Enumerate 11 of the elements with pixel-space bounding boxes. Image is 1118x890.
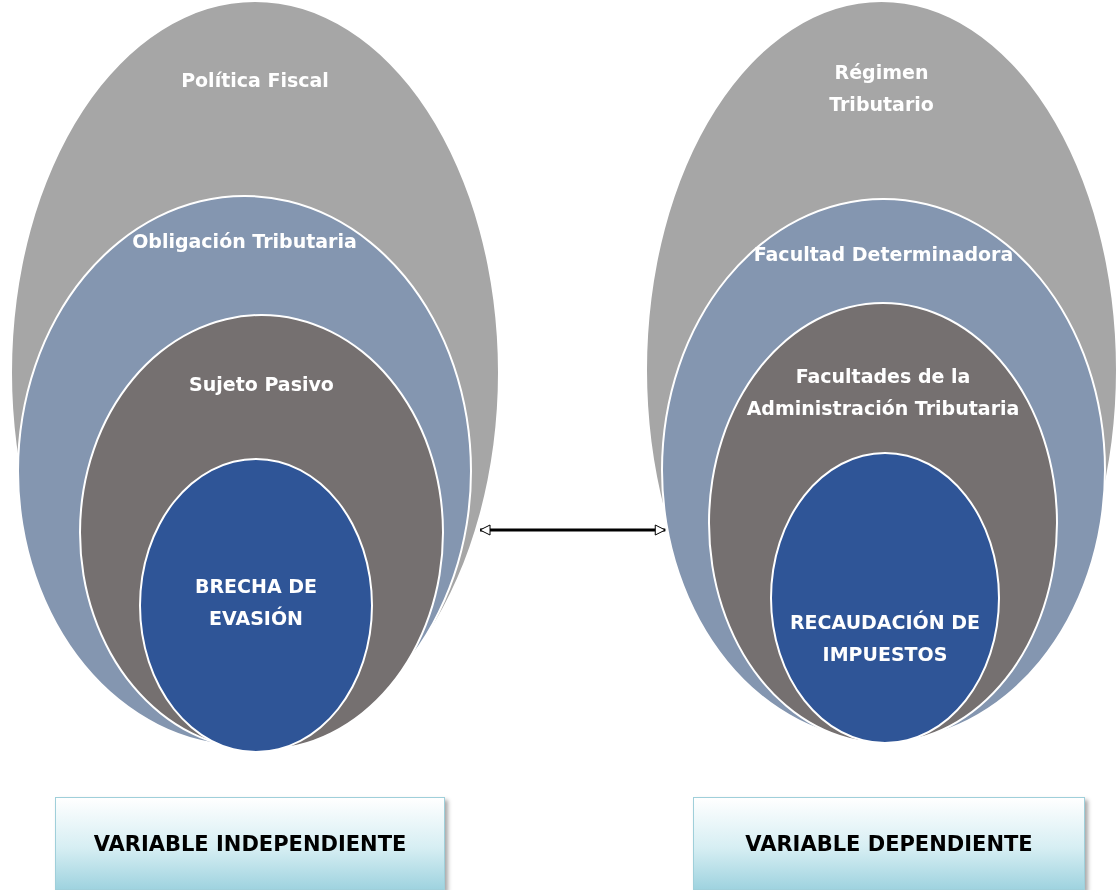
ellipse-label: Obligación Tributaria: [131, 229, 358, 254]
double-arrow: [479, 524, 666, 536]
ellipse-label: RECAUDACIÓN DE IMPUESTOS: [789, 609, 981, 667]
ellipse-label: Régimen Tributario: [828, 60, 935, 117]
variable-label-box: VARIABLE INDEPENDIENTE: [55, 797, 445, 890]
ellipse-label: Política Fiscal: [180, 68, 330, 93]
ellipse-label: Sujeto Pasivo: [188, 372, 335, 397]
ellipse-label: Facultad Determinadora: [752, 242, 1015, 267]
ellipse-label: BRECHA DE EVASIÓN: [194, 574, 318, 631]
ellipse-label: Facultades de la Administración Tributaria: [745, 364, 1021, 421]
variable-label-box: VARIABLE DEPENDIENTE: [693, 797, 1085, 890]
